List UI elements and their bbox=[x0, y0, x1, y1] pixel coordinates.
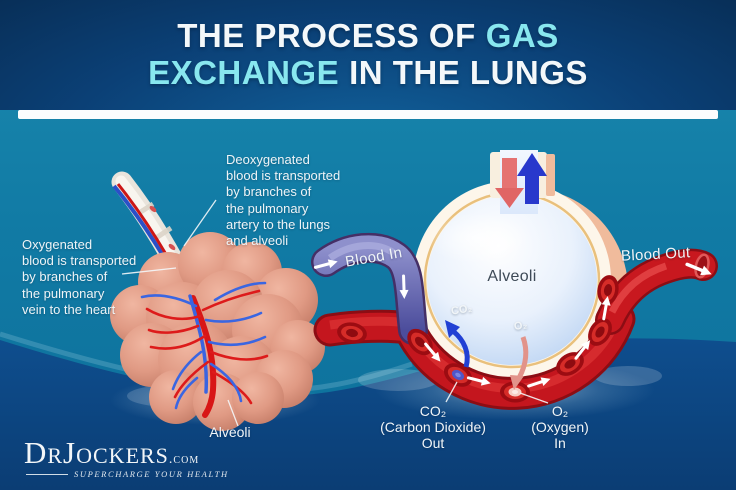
title-text-white-2: IN THE LUNGS bbox=[349, 54, 588, 91]
brand-name-row: DrJockers.com bbox=[24, 437, 229, 468]
brand-tagline: SUPERCHARGE YOUR HEALTH bbox=[74, 469, 229, 479]
brand-tagline-row: SUPERCHARGE YOUR HEALTH bbox=[26, 469, 229, 479]
breath-in-arrow-icon bbox=[495, 158, 524, 208]
pointer-lines bbox=[121, 199, 549, 427]
page-title: THE PROCESS OF GAS EXCHANGE IN THE LUNGS bbox=[0, 17, 736, 91]
blood-out-tube bbox=[595, 248, 718, 335]
deoxygenated-annotation: Deoxygenated blood is transported by bra… bbox=[226, 152, 341, 249]
pulmonary-vessels bbox=[140, 281, 269, 418]
header-divider-bar bbox=[18, 110, 718, 119]
breath-out-arrow-icon bbox=[517, 153, 547, 204]
title-text-accent-1: GAS bbox=[485, 17, 559, 54]
title-line-2: EXCHANGE IN THE LUNGS bbox=[0, 54, 736, 91]
lung-alveoli-cluster bbox=[110, 171, 325, 431]
o2-cell bbox=[500, 381, 530, 403]
o2-molecule-label: O₂ bbox=[513, 319, 529, 333]
alveoli-center-label: Alveoli bbox=[487, 268, 537, 285]
blood-out-label: Blood Out bbox=[620, 244, 691, 265]
brand-logo: DrJockers.com SUPERCHARGE YOUR HEALTH bbox=[24, 437, 229, 479]
co2-cell bbox=[443, 363, 473, 387]
red-blood-cells bbox=[337, 275, 619, 403]
brand-name: DrJockers bbox=[24, 435, 169, 470]
oxygenated-annotation: Oxygenated blood is transported by branc… bbox=[22, 237, 137, 317]
alveolus-closeup bbox=[413, 150, 628, 392]
title-text-white-1: THE PROCESS OF bbox=[177, 17, 476, 54]
co2-transfer-arrow-icon bbox=[445, 320, 470, 368]
title-text-accent-2: EXCHANGE bbox=[148, 54, 340, 91]
alveoli-lungs-label: Alveoli bbox=[209, 424, 251, 440]
blood-in-tube bbox=[311, 232, 428, 345]
title-line-1: THE PROCESS OF GAS bbox=[0, 17, 736, 54]
header-band bbox=[0, 0, 736, 110]
brand-tld: .com bbox=[168, 452, 200, 467]
tagline-rule bbox=[26, 473, 68, 475]
o2-transfer-arrow-icon bbox=[510, 336, 529, 390]
co2-out-label: CO₂ (Carbon Dioxide) Out bbox=[380, 403, 486, 451]
o2-in-label: O₂ (Oxygen) In bbox=[531, 403, 589, 451]
